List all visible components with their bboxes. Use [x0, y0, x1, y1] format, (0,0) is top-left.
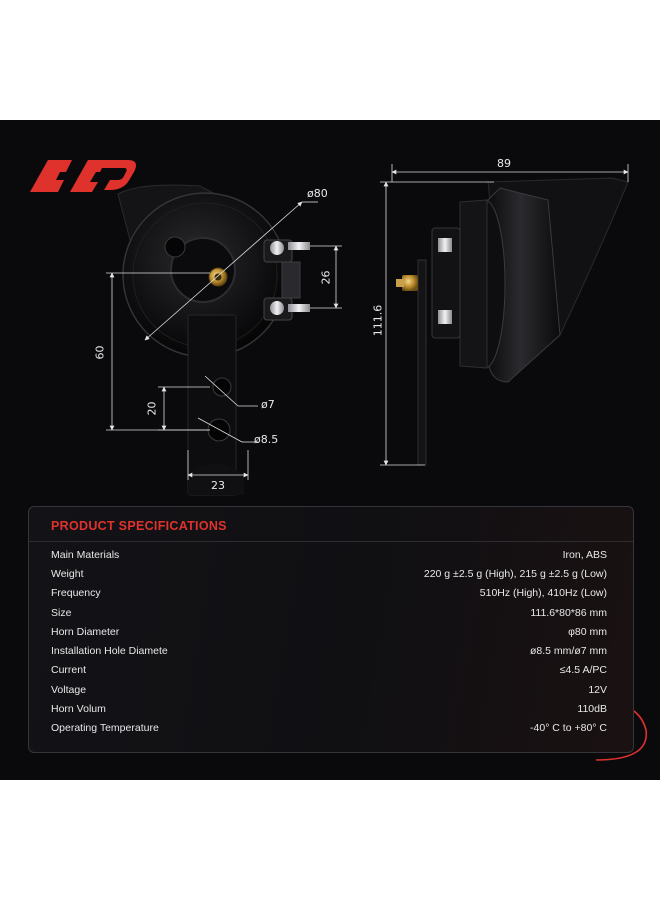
- spec-row: Frequency 510Hz (High), 410Hz (Low): [51, 584, 607, 603]
- spec-value: 110dB: [577, 703, 607, 716]
- spec-label: Size: [51, 606, 72, 619]
- spec-value: ≤4.5 A/PC: [559, 664, 607, 677]
- specifications-list: Main Materials Iron, ABS Weight 220 g ±2.5…: [51, 545, 607, 738]
- dim-small-hole: ø7: [261, 398, 275, 411]
- dim-total-height: 111.6: [371, 304, 385, 337]
- side-dimension-lines: [380, 164, 629, 466]
- spec-value: -40° C to +80° C: [530, 722, 607, 735]
- spec-value: 111.6*80*86 mm: [530, 606, 607, 619]
- spec-value: Iron, ABS: [562, 548, 607, 561]
- spec-row: Installation Hole Diamete ø8.5 mm/ø7 mm: [51, 641, 607, 660]
- horn-technical-drawing: [30, 160, 647, 761]
- spec-value: 220 g ±2.5 g (High), 215 g ±2.5 g (Low): [423, 567, 607, 580]
- spec-value: 12V: [588, 683, 607, 696]
- spec-value: ø8.5 mm/ø7 mm: [529, 645, 607, 658]
- product-specifications-card: PRODUCT SPECIFICATIONS Main Materials Iro…: [28, 506, 634, 753]
- spec-row: Main Materials Iron, ABS: [51, 545, 607, 564]
- spec-label: Weight: [51, 567, 84, 580]
- spec-label: Operating Temperature: [51, 722, 159, 735]
- specifications-divider: [29, 541, 633, 542]
- dim-terminal-spacing: 26: [319, 270, 333, 285]
- dim-bracket-width: 23: [211, 479, 225, 492]
- spec-row: Size 111.6*80*86 mm: [51, 603, 607, 622]
- spec-value: 510Hz (High), 410Hz (Low): [479, 587, 607, 600]
- spec-row: Horn Volum 110dB: [51, 699, 607, 718]
- dim-horn-diameter: ø80: [307, 187, 328, 200]
- spec-label: Horn Diameter: [51, 625, 120, 638]
- spec-label: Frequency: [51, 587, 101, 600]
- front-dimension-lines: [106, 201, 342, 480]
- product-image-panel: ø80 26 60 20 ø7 ø8.5 23 89 111.6 PRODUCT…: [0, 120, 660, 780]
- horn-side-view: [396, 177, 629, 466]
- spec-label: Current: [51, 664, 87, 677]
- dim-depth: 89: [497, 157, 511, 170]
- spec-row: Weight 220 g ±2.5 g (High), 215 g ±2.5 g …: [51, 564, 607, 583]
- dim-height-to-mount: 60: [93, 345, 107, 360]
- dim-hole-spacing: 20: [145, 401, 159, 416]
- spec-label: Voltage: [51, 683, 87, 696]
- dim-large-hole: ø8.5: [254, 433, 279, 446]
- spec-row: Horn Diameter φ80 mm: [51, 622, 607, 641]
- horn-front-view: [117, 184, 310, 496]
- spec-row: Operating Temperature -40° C to +80° C: [51, 719, 607, 738]
- spec-label: Installation Hole Diamete: [51, 645, 168, 658]
- spec-row: Voltage 12V: [51, 680, 607, 699]
- spec-value: φ80 mm: [568, 625, 607, 638]
- spec-label: Main Materials: [51, 548, 120, 561]
- spec-label: Horn Volum: [51, 703, 106, 716]
- specifications-title: PRODUCT SPECIFICATIONS: [51, 519, 227, 533]
- brand-logo: [30, 160, 136, 192]
- spec-row: Current ≤4.5 A/PC: [51, 661, 607, 680]
